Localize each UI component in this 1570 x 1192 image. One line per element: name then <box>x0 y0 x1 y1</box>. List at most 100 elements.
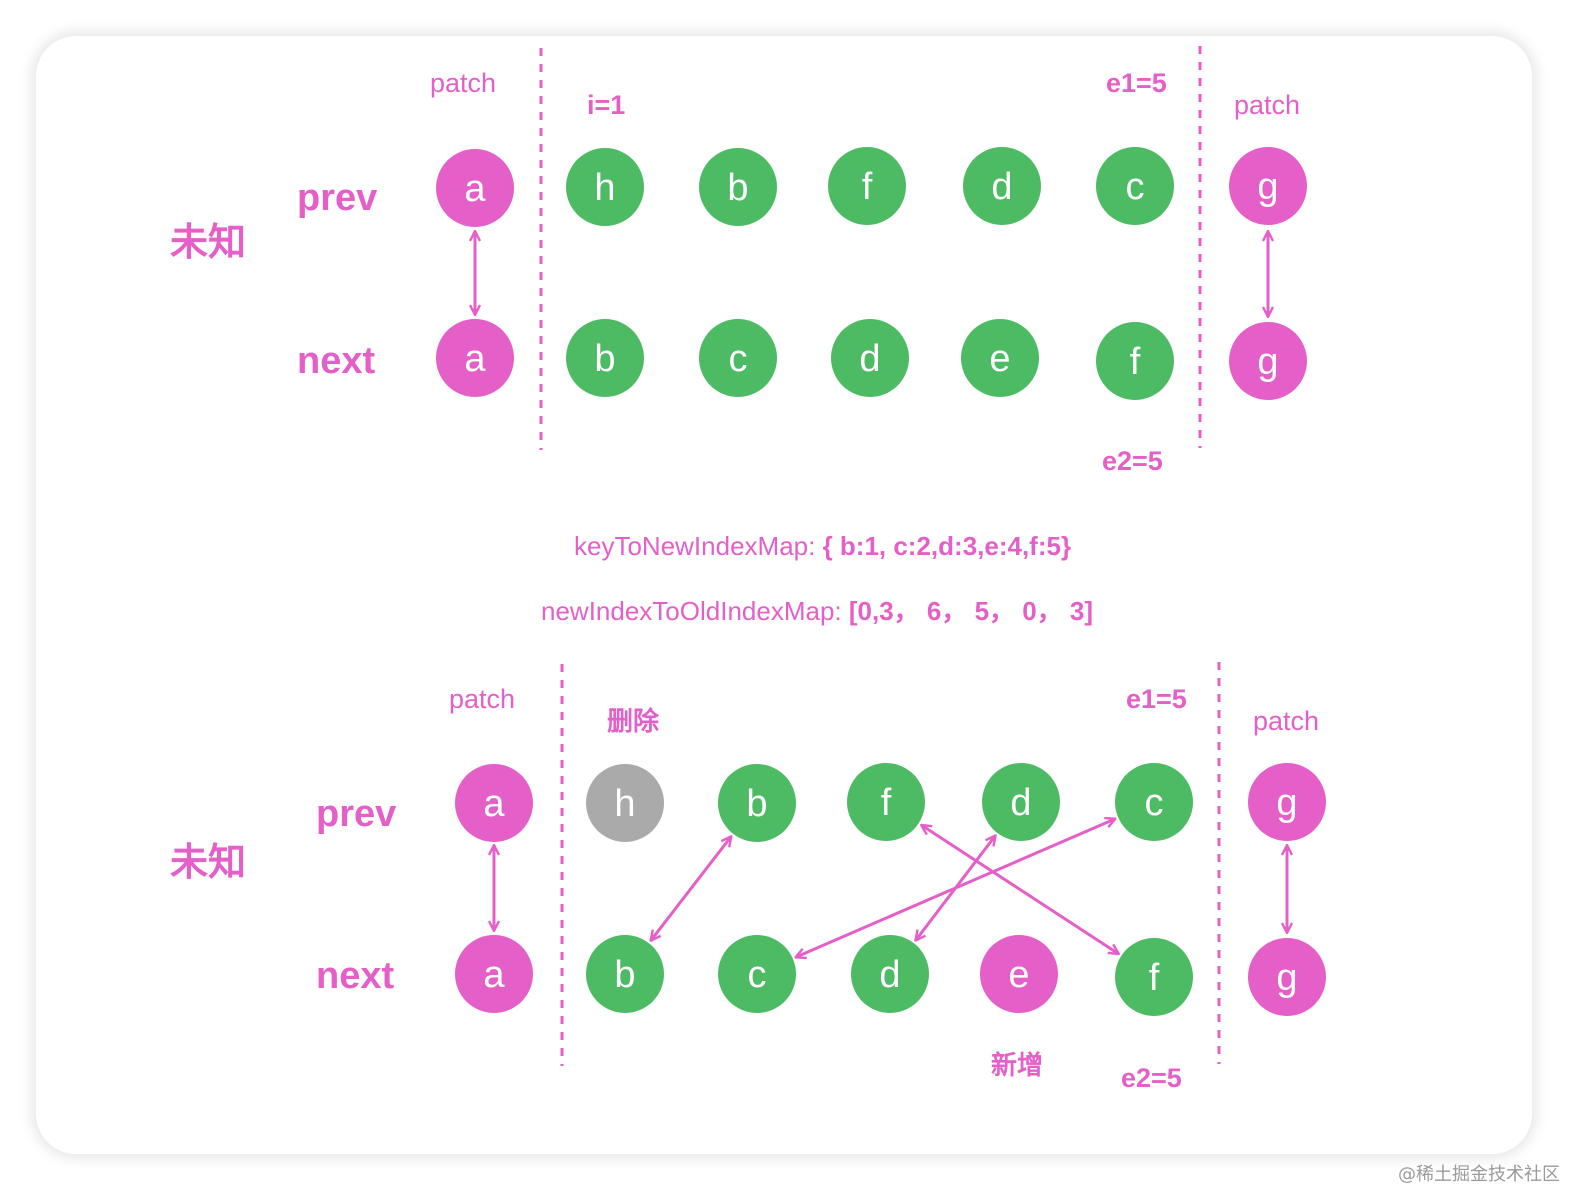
bottom-next-node-d: d <box>851 935 929 1013</box>
top-prev-node-circle <box>699 148 777 226</box>
top-next-node-key: b <box>594 338 615 380</box>
key-to-new-index-map: keyToNewIndexMap: { b:1, c:2,d:3,e:4,f:5… <box>574 531 1071 561</box>
top-prev-node-circle <box>1229 147 1307 225</box>
bottom-prev-node-key: c <box>1145 782 1164 824</box>
top-title: 未知 <box>170 220 246 264</box>
top-next-node-e: e <box>961 319 1039 397</box>
bottom-section: 未知 prev next patch patch 删除 新增 e1=5 e2=5… <box>170 662 1326 1093</box>
add-label: 新增 <box>991 1050 1043 1081</box>
top-next-node-key: e <box>989 338 1010 380</box>
top-prev-node-key: b <box>727 167 748 209</box>
top-prev-node-a: a <box>436 149 514 227</box>
key-to-new-index-map-value: { b:1, c:2,d:3,e:4,f:5} <box>823 531 1072 561</box>
top-i-label: i=1 <box>587 90 625 120</box>
move-link-b <box>651 837 730 940</box>
bottom-move-links <box>651 819 1118 957</box>
bottom-next-node-key: e <box>1008 954 1029 996</box>
bottom-prev-node-key: d <box>1010 782 1031 824</box>
index-maps: keyToNewIndexMap: { b:1, c:2,d:3,e:4,f:5… <box>541 531 1093 626</box>
top-prev-node-circle <box>1096 147 1174 225</box>
top-prev-node-key: c <box>1126 166 1145 208</box>
top-prev-node-key: g <box>1257 166 1278 208</box>
bottom-next-node-key: a <box>483 954 505 996</box>
new-index-to-old-index-map: newIndexToOldIndexMap: [0,3， 6， 5， 0， 3] <box>541 596 1093 626</box>
bottom-prev-node-a: a <box>455 764 533 842</box>
bottom-next-node-circle <box>1115 938 1193 1016</box>
top-next-node-d: d <box>831 319 909 397</box>
bottom-next-nodes: a b c d e f g <box>455 935 1326 1016</box>
bottom-next-node-circle <box>1248 938 1326 1016</box>
top-next-node-circle <box>961 319 1039 397</box>
new-index-to-old-index-map-label: newIndexToOldIndexMap: <box>541 596 849 626</box>
bottom-prev-label: prev <box>316 793 396 835</box>
bottom-next-node-circle <box>455 935 533 1013</box>
top-prev-node-circle <box>436 149 514 227</box>
bottom-prev-node-key: h <box>614 783 635 825</box>
top-prev-node-f: f <box>828 147 906 225</box>
top-next-node-circle <box>699 319 777 397</box>
top-prev-node-g: g <box>1229 147 1307 225</box>
bottom-next-node-c: c <box>718 935 796 1013</box>
bottom-next-node-key: c <box>748 954 767 996</box>
top-prev-node-b: b <box>699 148 777 226</box>
bottom-prev-node-g: g <box>1248 763 1326 841</box>
top-prev-node-circle <box>828 147 906 225</box>
bottom-prev-node-c: c <box>1115 763 1193 841</box>
bottom-next-node-g: g <box>1248 938 1326 1016</box>
top-next-node-key: f <box>1130 341 1141 383</box>
top-patch-left: patch <box>430 68 496 98</box>
bottom-next-node-b: b <box>586 935 664 1013</box>
top-next-node-key: c <box>729 338 748 380</box>
top-prev-node-key: a <box>464 168 486 210</box>
top-next-node-circle <box>831 319 909 397</box>
top-next-label: next <box>297 340 375 382</box>
top-prev-node-circle <box>963 147 1041 225</box>
bottom-next-node-circle <box>718 935 796 1013</box>
bottom-next-node-key: g <box>1276 957 1297 999</box>
bottom-prev-node-key: g <box>1276 782 1297 824</box>
top-prev-node-h: h <box>566 148 644 226</box>
bottom-prev-node-h: h <box>586 764 664 842</box>
bottom-patch-left: patch <box>449 684 515 714</box>
bottom-prev-node-f: f <box>847 763 925 841</box>
bottom-next-label: next <box>316 955 394 997</box>
top-next-node-b: b <box>566 319 644 397</box>
bottom-next-node-key: d <box>879 954 900 996</box>
top-prev-node-key: d <box>991 166 1012 208</box>
bottom-next-node-key: f <box>1149 957 1160 999</box>
bottom-prev-node-key: b <box>746 783 767 825</box>
top-next-node-a: a <box>436 319 514 397</box>
watermark: @稀土掘金技术社区 <box>1398 1164 1560 1185</box>
move-link-c <box>796 819 1114 957</box>
bottom-prev-node-key: a <box>483 783 505 825</box>
new-index-to-old-index-map-value: [0,3， 6， 5， 0， 3] <box>849 596 1093 626</box>
top-prev-node-key: f <box>862 166 873 208</box>
bottom-next-node-circle <box>980 935 1058 1013</box>
bottom-prev-node-circle <box>847 763 925 841</box>
top-section: 未知 prev next patch patch i=1 e1=5 e2=5 a… <box>170 46 1307 476</box>
bottom-next-node-e: e <box>980 935 1058 1013</box>
bottom-next-node-circle <box>586 935 664 1013</box>
top-prev-label: prev <box>297 177 377 219</box>
bottom-next-node-f: f <box>1115 938 1193 1016</box>
top-next-node-key: a <box>464 338 486 380</box>
top-prev-node-key: h <box>594 167 615 209</box>
top-next-node-key: g <box>1257 341 1278 383</box>
top-next-node-g: g <box>1229 322 1307 400</box>
top-next-node-f: f <box>1096 322 1174 400</box>
bottom-prev-node-circle <box>1248 763 1326 841</box>
bottom-patch-right: patch <box>1253 706 1319 736</box>
top-next-node-circle <box>1229 322 1307 400</box>
bottom-prev-node-b: b <box>718 764 796 842</box>
bottom-prev-node-circle <box>982 763 1060 841</box>
bottom-next-node-circle <box>851 935 929 1013</box>
bottom-next-node-key: b <box>614 954 635 996</box>
bottom-next-node-a: a <box>455 935 533 1013</box>
top-patch-right: patch <box>1234 90 1300 120</box>
bottom-title: 未知 <box>170 840 246 884</box>
bottom-prev-node-key: f <box>881 782 892 824</box>
top-next-node-circle <box>1096 322 1174 400</box>
